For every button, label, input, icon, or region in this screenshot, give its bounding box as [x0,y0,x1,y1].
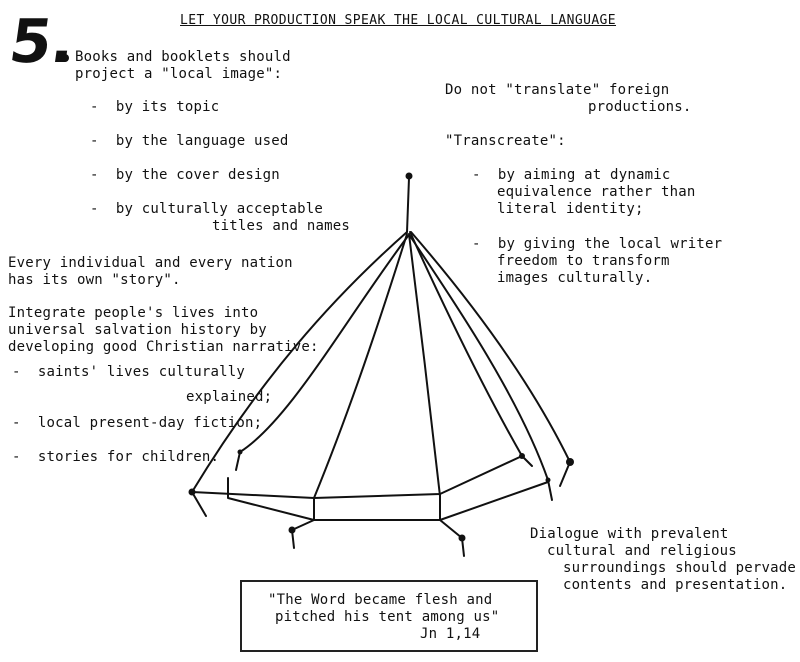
narrative-item-saints: - saints' lives culturally [12,364,245,380]
list-item-cover: - by the cover design [90,167,280,183]
quote-reference: Jn 1,14 [420,626,481,642]
dialogue-line-2: cultural and religious [547,543,737,559]
integrate-line-1: Integrate people's lives into [8,305,259,321]
story-line-1: Every individual and every nation [8,255,293,271]
integrate-line-2: universal salvation history by [8,322,267,338]
page-number: 5. [5,7,80,77]
list-item-topic: - by its topic [90,99,220,115]
narrative-item-fiction: - local present-day fiction; [12,415,263,431]
integrate-line-3: developing good Christian narrative: [8,339,319,355]
translate-line-2: productions. [588,99,692,115]
intro-line-2: project a "local image": [75,66,283,82]
transcreate-heading: "Transcreate": [445,133,566,149]
page-title: LET YOUR PRODUCTION SPEAK THE LOCAL CULT… [180,13,617,28]
quote-line-1: "The Word became flesh and [268,592,493,608]
list-item-culturally-cont: titles and names [212,218,351,234]
transcreate-item-dynamic-cont2: literal identity; [497,201,644,217]
transcreate-item-writer-cont2: images culturally. [497,270,653,286]
quote-line-2: pitched his tent among us" [275,609,500,625]
list-item-culturally: - by culturally acceptable [90,201,323,217]
translate-line-1: Do not "translate" foreign [445,82,670,98]
intro-line-1: Books and booklets should [75,49,291,65]
transcreate-item-writer-cont1: freedom to transform [497,253,670,269]
quote-box [240,580,538,652]
story-line-2: has its own "story". [8,272,181,288]
transcreate-item-dynamic: - by aiming at dynamic [472,167,671,183]
dialogue-line-1: Dialogue with prevalent [530,526,729,542]
narrative-item-children: - stories for children. [12,449,220,465]
transcreate-item-dynamic-cont1: equivalence rather than [497,184,696,200]
transcreate-item-writer: - by giving the local writer [472,236,723,252]
dialogue-line-4: contents and presentation. [563,577,788,593]
list-item-language: - by the language used [90,133,289,149]
narrative-item-saints-cont: explained; [186,389,273,405]
bullet-dot-icon [61,54,69,62]
dialogue-line-3: surroundings should pervade [563,560,796,576]
